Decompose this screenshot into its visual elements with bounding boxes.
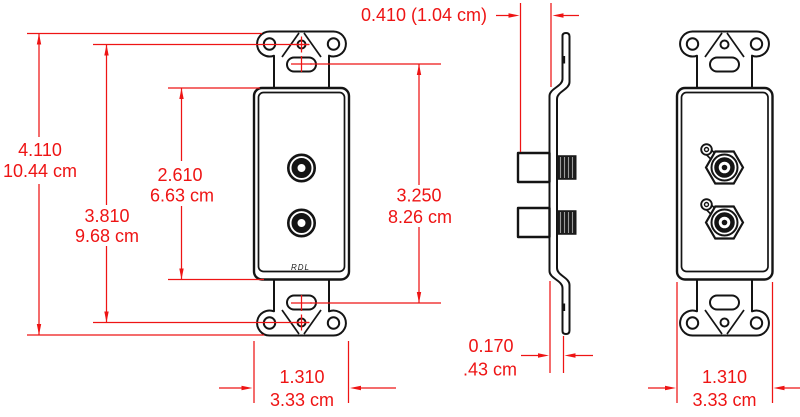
center-mark-crosses bbox=[291, 36, 312, 331]
dim-slot-span-cm: 8.26 cm bbox=[388, 207, 452, 227]
front-view: RDL bbox=[252, 30, 351, 337]
side-rca-jack-bottom-icon bbox=[516, 206, 578, 239]
front-rca-jack-bottom-icon bbox=[288, 210, 314, 236]
dimension-front-depth: 0.410 (1.04 cm) bbox=[361, 3, 579, 152]
dimension-plate-height: 2.610 6.63 cm bbox=[150, 87, 264, 281]
rear-plate-inner-line bbox=[680, 91, 769, 273]
front-plate-inner-line bbox=[257, 91, 346, 273]
rear-bottom-mounting-yoke bbox=[679, 278, 770, 337]
dim-plate-height-cm: 6.63 cm bbox=[150, 186, 214, 206]
dim-rear-width-in: 1.310 bbox=[702, 367, 747, 387]
dimension-hole-span: 3.810 9.68 cm bbox=[75, 43, 309, 324]
dim-overall-height-in: 4.110 bbox=[18, 140, 62, 160]
dim-rear-width-cm: 3.33 cm bbox=[692, 390, 756, 410]
dim-front-depth: 0.410 (1.04 cm) bbox=[361, 5, 487, 25]
side-profile bbox=[548, 32, 571, 335]
dimension-slot-span: 3.250 8.26 cm bbox=[310, 63, 452, 304]
side-view bbox=[516, 32, 578, 335]
dim-rear-offset-cm: .43 cm bbox=[463, 360, 517, 380]
dim-front-width-in: 1.310 bbox=[279, 367, 324, 387]
dimension-rear-width: 1.310 3.33 cm bbox=[648, 282, 800, 410]
brand-label: RDL bbox=[291, 263, 310, 272]
dim-overall-height-cm: 10.44 cm bbox=[3, 161, 77, 181]
dim-hole-span-cm: 9.68 cm bbox=[75, 226, 139, 246]
dimension-front-width: 1.310 3.33 cm bbox=[219, 341, 396, 410]
dim-slot-span-in: 3.250 bbox=[396, 186, 441, 206]
dimension-rear-offset: 0.170 .43 cm bbox=[463, 281, 593, 380]
dim-rear-offset-in: 0.170 bbox=[468, 336, 513, 356]
dim-front-width-cm: 3.33 cm bbox=[270, 390, 334, 410]
side-rca-jack-top-icon bbox=[516, 151, 578, 184]
front-plate-outline bbox=[252, 86, 351, 281]
dimension-overall-height: 4.110 10.44 cm bbox=[3, 32, 264, 336]
front-rca-jack-top-icon bbox=[288, 155, 314, 181]
dim-hole-span-in: 3.810 bbox=[84, 206, 129, 226]
rear-top-mounting-yoke bbox=[679, 30, 770, 89]
dim-plate-height-in: 2.610 bbox=[157, 165, 202, 185]
rear-view bbox=[675, 30, 774, 337]
